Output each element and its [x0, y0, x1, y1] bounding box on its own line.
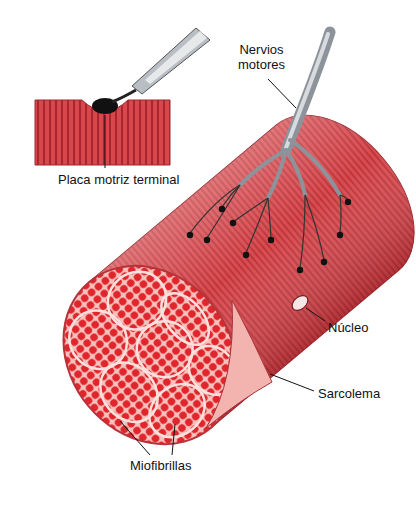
sarcolemma-flap [206, 300, 272, 428]
end-plate-inset [35, 28, 210, 165]
muscle-fiber [28, 86, 416, 479]
nerve-label: Nervios motores [238, 42, 285, 72]
part-label: Sarcolema [318, 386, 380, 401]
part-label: Miofibrillas [130, 458, 191, 473]
motor-nerve [187, 32, 351, 273]
leader-lines [105, 79, 325, 455]
part-label: Placa motriz terminal [58, 172, 179, 187]
nucleus [289, 293, 311, 314]
part-label: Núcleo [328, 320, 368, 335]
